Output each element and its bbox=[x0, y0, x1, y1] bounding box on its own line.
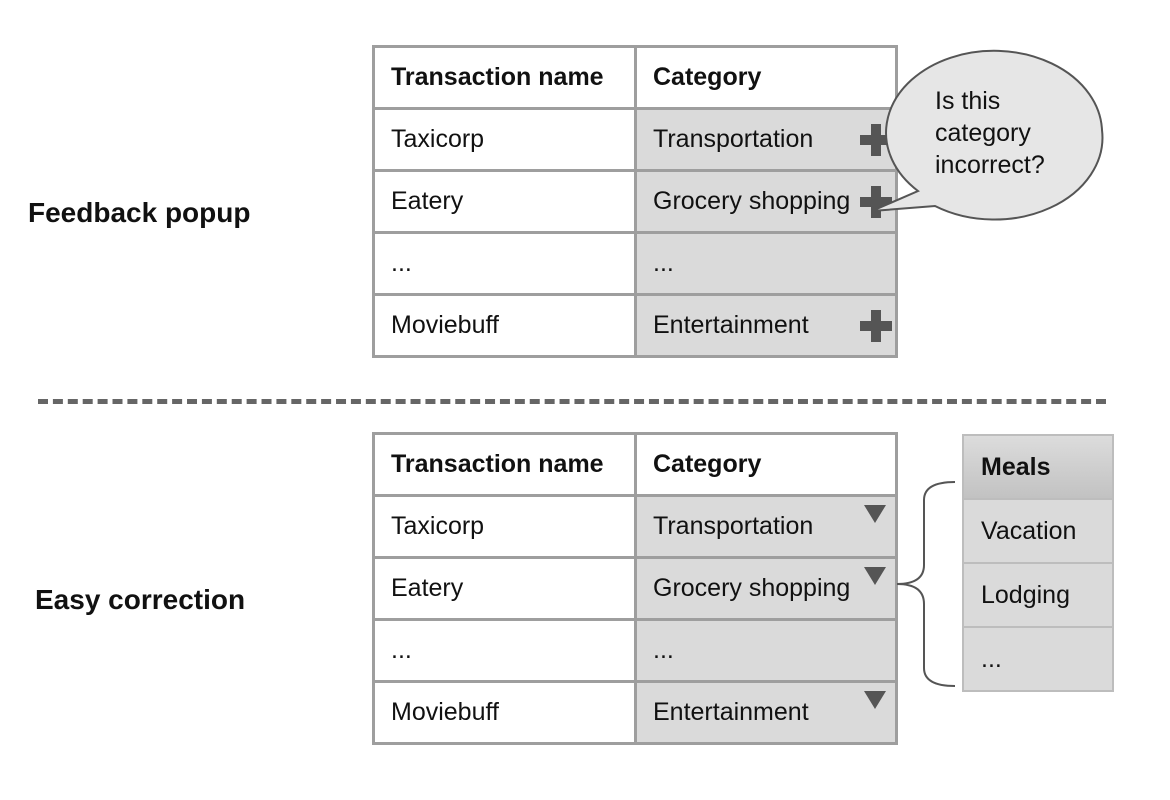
transaction-name-cell: Taxicorp bbox=[372, 494, 637, 559]
dropdown-option[interactable]: Vacation bbox=[964, 498, 1112, 562]
speech-bubble-text: Is this category incorrect? bbox=[935, 85, 1095, 181]
category-cell: Transportation bbox=[634, 494, 898, 559]
category-text: Entertainment bbox=[653, 311, 809, 339]
column-header-category: Category bbox=[634, 432, 898, 497]
curly-brace bbox=[896, 481, 956, 687]
category-cell: Entertainment bbox=[634, 680, 898, 745]
category-text: Transportation bbox=[653, 125, 814, 153]
category-text: ... bbox=[653, 249, 674, 277]
transaction-name-cell: Taxicorp bbox=[372, 107, 637, 172]
dropdown-option[interactable]: ... bbox=[964, 626, 1112, 690]
table-row: Eatery Grocery shopping bbox=[372, 556, 898, 621]
dropdown-option[interactable]: Meals bbox=[964, 436, 1112, 498]
column-header-category: Category bbox=[634, 45, 898, 110]
plus-icon[interactable] bbox=[860, 123, 892, 156]
category-cell: ... bbox=[634, 231, 898, 296]
speech-bubble-line: category bbox=[935, 119, 1031, 147]
transaction-name-cell: ... bbox=[372, 231, 637, 296]
table-row: ... ... bbox=[372, 231, 898, 296]
dropdown-arrow-icon[interactable] bbox=[864, 691, 886, 709]
speech-bubble-line: incorrect? bbox=[935, 151, 1045, 179]
category-text: Transportation bbox=[653, 512, 814, 540]
plus-icon[interactable] bbox=[860, 309, 892, 342]
dropdown-arrow-icon[interactable] bbox=[864, 505, 886, 523]
transaction-name-cell: ... bbox=[372, 618, 637, 683]
transaction-name-cell: Eatery bbox=[372, 169, 637, 234]
table-row: Moviebuff Entertainment bbox=[372, 680, 898, 745]
easy-correction-label: Easy correction bbox=[35, 584, 246, 615]
category-text: Grocery shopping bbox=[653, 574, 851, 602]
category-text: Grocery shopping bbox=[653, 187, 851, 215]
category-cell: Entertainment bbox=[634, 293, 898, 358]
section-divider bbox=[38, 399, 1106, 404]
transaction-name-cell: Moviebuff bbox=[372, 680, 637, 745]
category-text: Entertainment bbox=[653, 698, 809, 726]
speech-bubble-outline bbox=[871, 49, 1104, 221]
column-header-transaction-name: Transaction name bbox=[372, 432, 637, 497]
transaction-name-cell: Eatery bbox=[372, 556, 637, 621]
dropdown-option[interactable]: Lodging bbox=[964, 562, 1112, 626]
plus-icon[interactable] bbox=[860, 185, 892, 218]
feedback-table: Transaction name Category Taxicorp Trans… bbox=[372, 45, 898, 358]
table-row: Taxicorp Transportation bbox=[372, 494, 898, 559]
table-row: Moviebuff Entertainment bbox=[372, 293, 898, 358]
table-header-row: Transaction name Category bbox=[372, 45, 898, 110]
category-cell: Grocery shopping bbox=[634, 556, 898, 621]
category-cell: ... bbox=[634, 618, 898, 683]
category-text: ... bbox=[653, 636, 674, 664]
speech-bubble-line: Is this bbox=[935, 87, 1001, 115]
dropdown-arrow-icon[interactable] bbox=[864, 567, 886, 585]
correction-table: Transaction name Category Taxicorp Trans… bbox=[372, 432, 898, 745]
category-dropdown-menu: Meals Vacation Lodging ... bbox=[962, 434, 1114, 692]
column-header-transaction-name: Transaction name bbox=[372, 45, 637, 110]
table-row: ... ... bbox=[372, 618, 898, 683]
transaction-name-cell: Moviebuff bbox=[372, 293, 637, 358]
feedback-popup-label: Feedback popup bbox=[28, 197, 251, 228]
table-header-row: Transaction name Category bbox=[372, 432, 898, 497]
